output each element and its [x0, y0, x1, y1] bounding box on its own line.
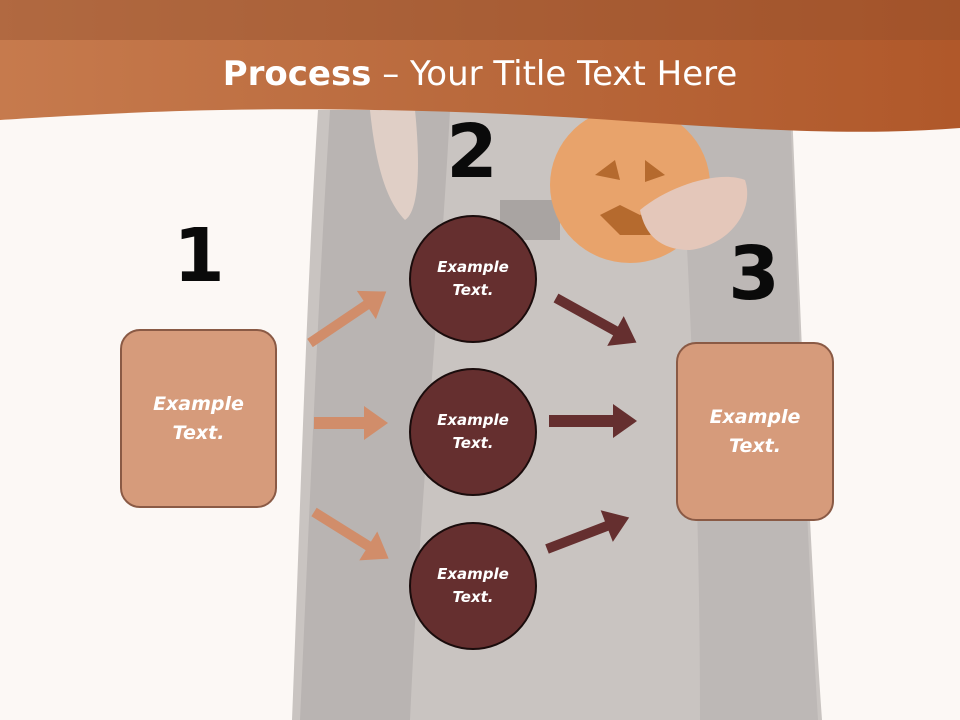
arrow-down-right-dark	[553, 293, 637, 346]
step-3-text: Example Text.	[709, 405, 801, 457]
step-number-1: 1	[173, 213, 225, 299]
circle-text: Example Text.	[437, 411, 509, 452]
arrow-right-dark	[549, 404, 637, 438]
step-2-circle-middle: Example Text.	[409, 368, 537, 496]
arrow-up-right-light	[307, 290, 387, 348]
title-bold: Process	[222, 54, 372, 94]
step-2-circle-top: Example Text.	[409, 215, 537, 343]
arrow-up-right-dark	[545, 510, 630, 554]
arrow-down-right-light	[311, 507, 389, 561]
header-band	[0, 0, 960, 132]
step-1-text: Example Text.	[153, 392, 244, 444]
step-3-box: Example Text.	[676, 342, 834, 521]
circle-text: Example Text.	[437, 258, 509, 299]
slide-title: Process – Your Title Text Here	[0, 52, 960, 96]
step-number-3: 3	[728, 231, 780, 317]
arrow-right-light	[314, 406, 388, 440]
step-number-2: 2	[446, 109, 498, 195]
step-1-box: Example Text.	[120, 329, 277, 508]
step-2-circle-bottom: Example Text.	[409, 522, 537, 650]
circle-text: Example Text.	[437, 565, 509, 606]
title-rest: – Your Title Text Here	[371, 54, 738, 94]
